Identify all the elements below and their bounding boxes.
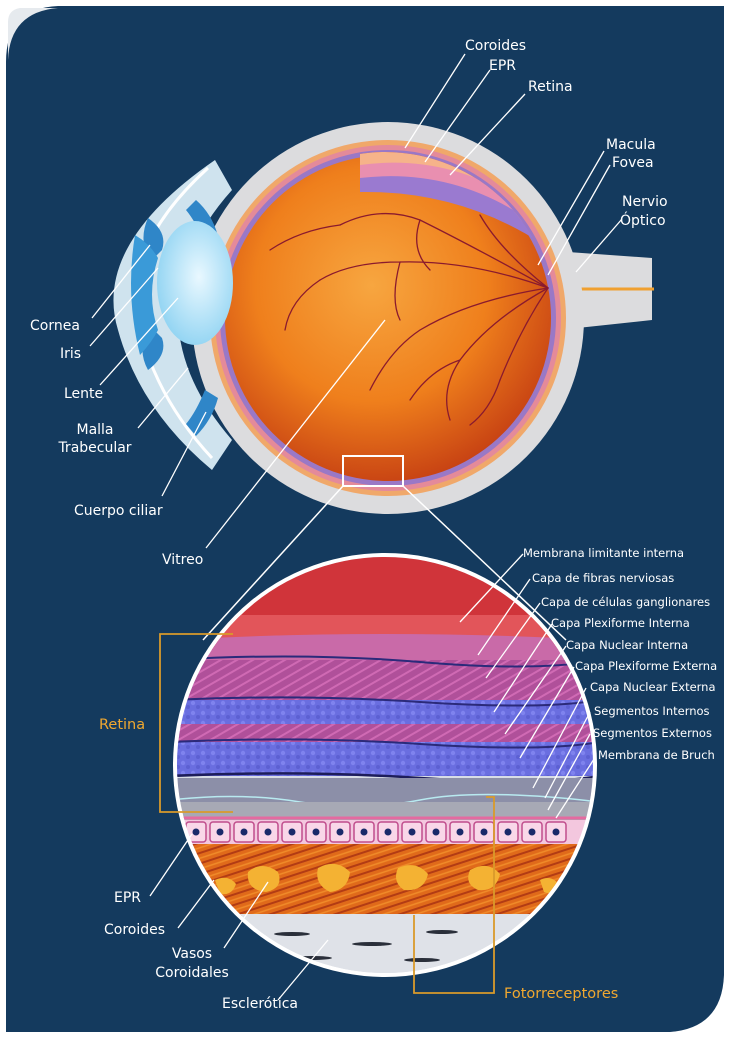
lens xyxy=(157,221,233,345)
label-vasos: Vasos xyxy=(150,946,234,962)
label-epr-top: EPR xyxy=(489,58,516,74)
label-retina-bracket: Retina xyxy=(99,717,145,733)
label-coroidales: Coroidales xyxy=(148,965,236,981)
label-malla: Malla xyxy=(52,422,138,438)
layer-label: Capa de células ganglionares xyxy=(541,596,710,609)
label-optico: Óptico xyxy=(620,213,666,229)
label-cuerpo-ciliar: Cuerpo ciliar xyxy=(74,503,163,519)
label-fotorreceptores: Fotorreceptores xyxy=(504,986,618,1002)
label-esclerotica: Esclerótica xyxy=(222,996,298,1012)
label-lente: Lente xyxy=(64,386,103,402)
layer-label: Segmentos Internos xyxy=(594,705,710,718)
label-cornea: Cornea xyxy=(30,318,80,334)
layer-label: Capa Nuclear Interna xyxy=(566,639,688,652)
layer-label: Capa de fibras nerviosas xyxy=(532,572,674,585)
label-fovea: Fovea xyxy=(612,155,654,171)
layer-label: Membrana de Bruch xyxy=(598,749,715,762)
label-retina-top: Retina xyxy=(528,79,573,95)
label-macula: Macula xyxy=(606,137,656,153)
label-coroides-detail: Coroides xyxy=(104,922,165,938)
layer-label: Capa Plexiforme Interna xyxy=(551,617,690,630)
layer-label: Capa Plexiforme Externa xyxy=(575,660,717,673)
label-iris: Iris xyxy=(60,346,81,362)
layer-label: Membrana limitante interna xyxy=(523,547,684,560)
label-vitreo: Vitreo xyxy=(162,552,203,568)
label-trabecular: Trabecular xyxy=(48,440,142,456)
label-epr-detail: EPR xyxy=(114,890,141,906)
layer-label: Segmentos Externos xyxy=(593,727,712,740)
label-coroides-top: Coroides xyxy=(465,38,526,54)
label-nervio: Nervio xyxy=(622,194,668,210)
layer-label: Capa Nuclear Externa xyxy=(590,681,716,694)
